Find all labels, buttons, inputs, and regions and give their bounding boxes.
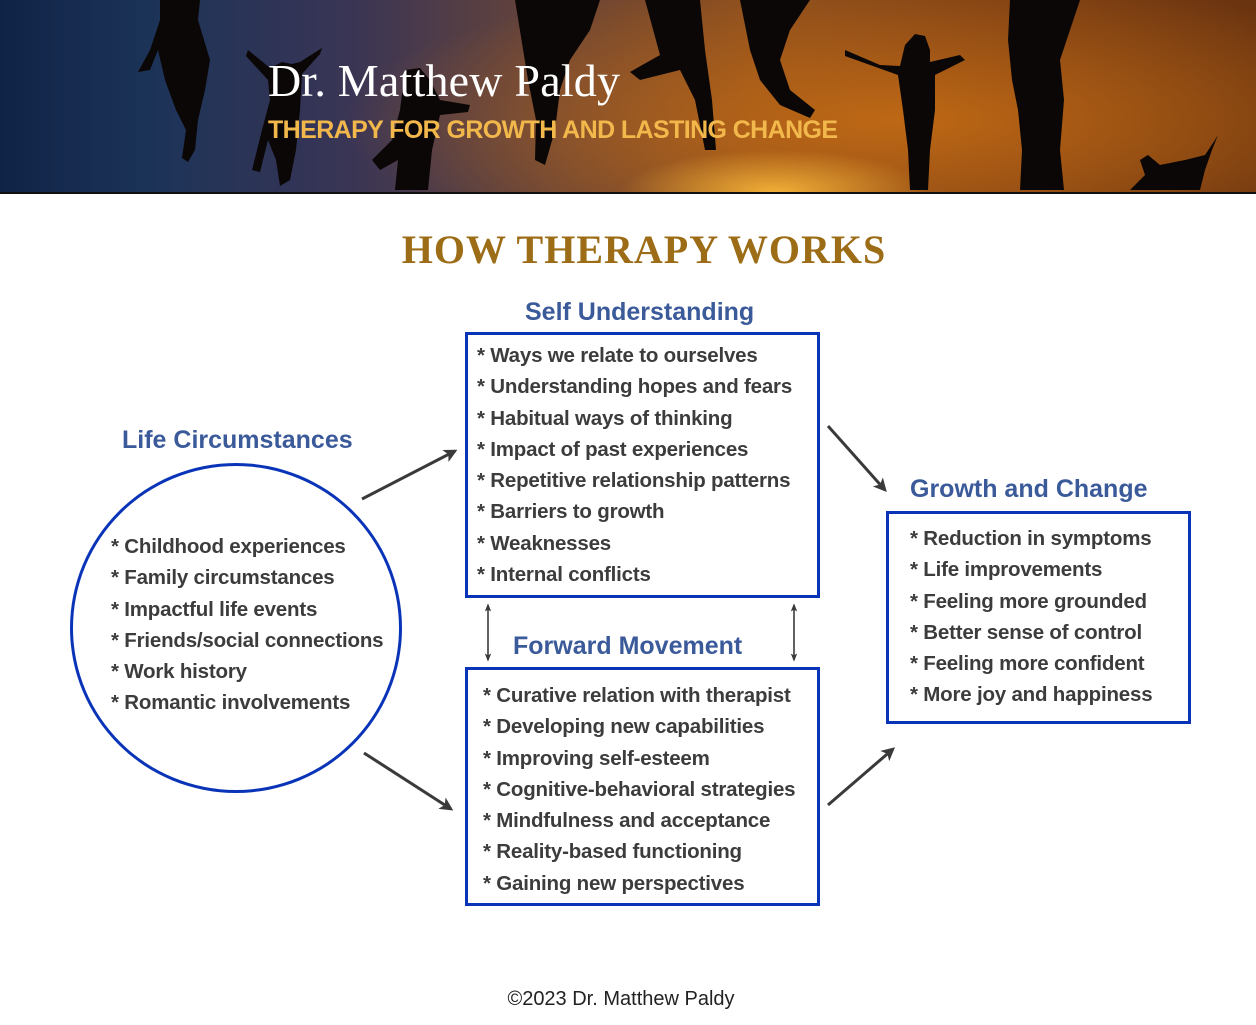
list-item: * Understanding hopes and fears <box>477 375 793 399</box>
list-item: * Habitual ways of thinking <box>477 406 733 430</box>
list-item: * Childhood experiences <box>111 535 346 558</box>
list-item: * Internal conflicts <box>477 563 651 587</box>
list-item: * Work history <box>111 660 247 684</box>
arrow-forward-movement-to-growth <box>827 747 896 807</box>
list-item: * Weaknesses <box>477 531 611 555</box>
list-item: * Impact of past experiences <box>477 437 749 461</box>
forward-movement-list: * Curative relation with therapist * Dev… <box>483 680 796 899</box>
list-item: * Better sense of control <box>910 620 1142 644</box>
silhouette-man <box>1008 0 1080 190</box>
list-item: * Impactful life events <box>111 597 318 621</box>
arrow-life-to-forward-movement <box>363 751 454 811</box>
silhouette-jumper <box>138 0 210 162</box>
list-item: * Family circumstances <box>111 566 335 590</box>
list-item: * Friends/social connections <box>111 628 384 652</box>
forward-movement-box <box>465 667 820 906</box>
list-item: * Gaining new perspectives <box>483 871 745 895</box>
list-item: * Curative relation with therapist <box>483 684 791 707</box>
forward-movement-title: Forward Movement <box>513 632 743 660</box>
silhouette-jumper <box>630 0 716 150</box>
list-item: * Life improvements <box>910 558 1103 582</box>
self-understanding-box <box>465 332 820 598</box>
silhouette-girl <box>845 34 965 190</box>
site-tagline: THERAPY FOR GROWTH AND LASTING CHANGE <box>268 116 838 144</box>
growth-and-change-box <box>886 511 1191 724</box>
list-item: * Feeling more grounded <box>910 589 1147 613</box>
list-item: * Romantic involvements <box>111 691 351 715</box>
list-item: * Repetitive relationship patterns <box>477 469 791 493</box>
silhouette-child <box>246 48 322 186</box>
list-item: * Developing new capabilities <box>483 715 765 739</box>
arrow-life-to-self-understanding <box>361 449 458 501</box>
list-item: * Ways we relate to ourselves <box>477 344 758 367</box>
silhouette-figure <box>372 68 470 190</box>
growth-and-change-title: Growth and Change <box>910 475 1148 503</box>
self-understanding-title: Self Understanding <box>525 298 755 326</box>
life-circumstances-circle <box>70 463 402 793</box>
silhouette-cat <box>1130 135 1218 190</box>
life-circumstances-list: * Childhood experiences * Family circums… <box>111 531 384 719</box>
growth-and-change-list: * Reduction in symptoms * Life improveme… <box>910 523 1153 711</box>
list-item: * Cognitive-behavioral strategies <box>483 777 796 801</box>
list-item: * Barriers to growth <box>477 500 665 524</box>
silhouette-jumper <box>515 0 600 165</box>
header-banner: Dr. Matthew Paldy THERAPY FOR GROWTH AND… <box>0 0 1256 194</box>
list-item: * More joy and happiness <box>910 683 1153 707</box>
footer-copyright: ©2023 Dr. Matthew Paldy <box>507 988 735 1010</box>
list-item: * Mindfulness and acceptance <box>483 809 771 833</box>
list-item: * Improving self-esteem <box>483 746 710 770</box>
list-item: * Feeling more confident <box>910 652 1145 676</box>
page-heading: HOW THERAPY WORKS <box>401 227 887 272</box>
life-circumstances-title: Life Circumstances <box>122 426 353 454</box>
silhouette-jumper <box>740 0 815 118</box>
self-understanding-list: * Ways we relate to ourselves * Understa… <box>477 340 792 590</box>
arrow-self-understanding-to-growth <box>826 425 887 493</box>
banner-silhouettes-image <box>138 0 1218 190</box>
list-item: * Reduction in symptoms <box>910 527 1152 550</box>
list-item: * Reality-based functioning <box>483 840 742 864</box>
site-title[interactable]: Dr. Matthew Paldy <box>268 55 621 106</box>
